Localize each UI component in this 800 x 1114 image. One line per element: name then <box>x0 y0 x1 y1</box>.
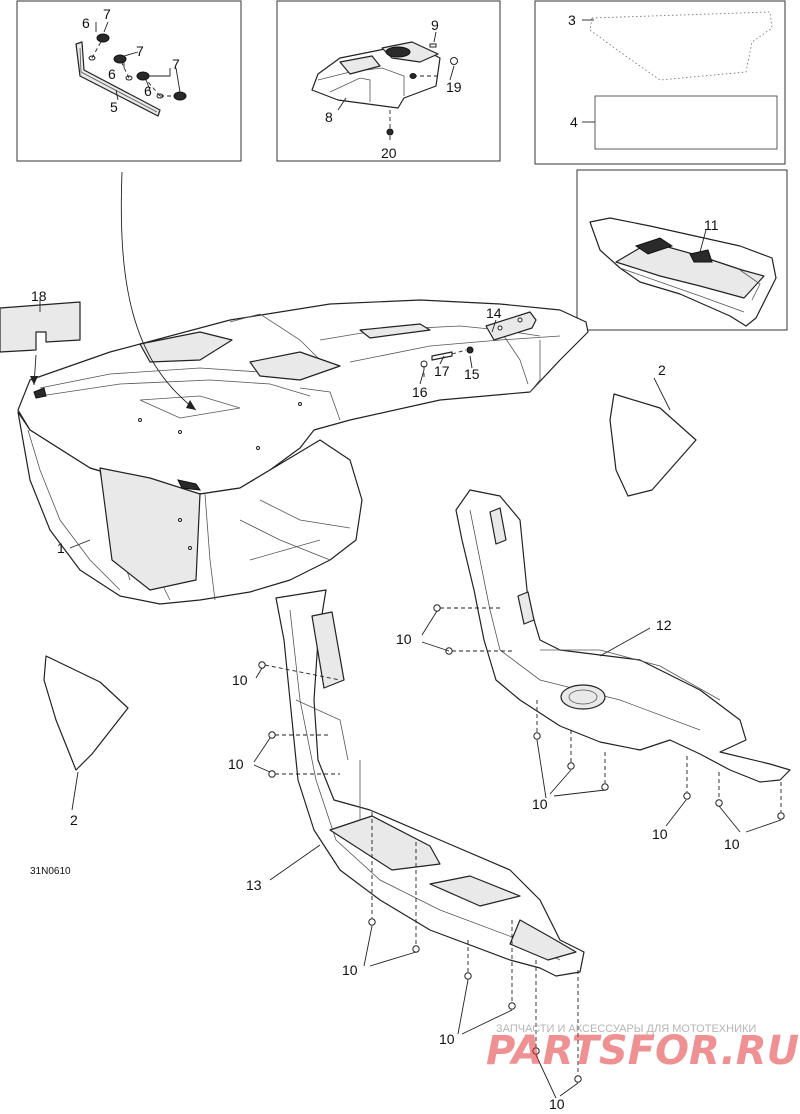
callout-8: 8 <box>325 109 333 125</box>
callout-10f: 10 <box>724 836 740 852</box>
callout-10b: 10 <box>232 672 248 688</box>
callout-3: 3 <box>568 12 576 28</box>
foam-pad-part <box>0 301 81 353</box>
callout-9: 9 <box>431 17 439 33</box>
callout-10c: 10 <box>228 756 244 772</box>
callout-6a: 6 <box>82 15 90 31</box>
callout-19: 19 <box>446 79 462 95</box>
callout-13: 13 <box>246 877 262 893</box>
callout-6c: 6 <box>144 83 152 99</box>
callout-14: 14 <box>486 305 502 321</box>
fastener-bolts <box>258 604 785 1083</box>
figure-code: 31N0610 <box>30 866 71 877</box>
callout-10a: 10 <box>396 631 412 647</box>
callout-15: 15 <box>464 366 480 382</box>
inset-box-seat <box>576 169 788 331</box>
callout-4: 4 <box>570 114 578 130</box>
callout-10e: 10 <box>652 826 668 842</box>
pad-arrowhead <box>30 376 38 385</box>
watermark-tagline: ЗАПЧАСТИ И АКСЕССУАРЫ ДЛЯ МОТОТЕХНИКИ <box>496 1023 756 1035</box>
callout-2b: 2 <box>70 812 78 828</box>
glovebox-part <box>311 41 458 136</box>
callout-5: 5 <box>110 99 118 115</box>
callout-6b: 6 <box>108 66 116 82</box>
callout-2a: 2 <box>658 362 666 378</box>
side-panel-left-part <box>43 655 129 771</box>
callout-10i: 10 <box>549 1096 565 1112</box>
callout-7a: 7 <box>103 6 111 22</box>
watermark-brand: PARTSFOR.RU <box>486 1028 799 1074</box>
reference-arrow <box>120 171 197 411</box>
upper-frame-part <box>455 489 791 783</box>
reference-arrowhead <box>186 400 196 410</box>
callout-1: 1 <box>57 540 65 556</box>
callout-10h: 10 <box>439 1031 455 1047</box>
screw-hardware <box>420 346 474 380</box>
callout-12: 12 <box>656 617 672 633</box>
trim-strip-part <box>75 33 187 117</box>
callout-labels: 6 7 7 7 6 6 5 8 9 19 20 3 4 11 18 14 15 … <box>30 6 740 1112</box>
callout-7b: 7 <box>136 43 144 59</box>
callout-10d: 10 <box>532 796 548 812</box>
seat-part <box>589 217 777 327</box>
front-body-part <box>17 299 589 605</box>
callout-17: 17 <box>434 363 450 379</box>
lower-frame-part <box>275 589 585 977</box>
inset-box-glovebox <box>276 0 501 162</box>
decal-parts <box>589 11 778 150</box>
inset-box-decals <box>534 0 786 165</box>
callout-11: 11 <box>704 217 719 233</box>
inset-box-trim-strip <box>16 0 242 162</box>
callout-18: 18 <box>31 288 47 304</box>
callout-16: 16 <box>412 384 428 400</box>
callout-7c: 7 <box>172 56 180 72</box>
callout-10g: 10 <box>342 962 358 978</box>
hinge-bracket-part <box>485 311 537 341</box>
callout-20: 20 <box>381 145 397 161</box>
side-panel-right-part <box>609 393 697 497</box>
leader-lines <box>39 19 782 1099</box>
